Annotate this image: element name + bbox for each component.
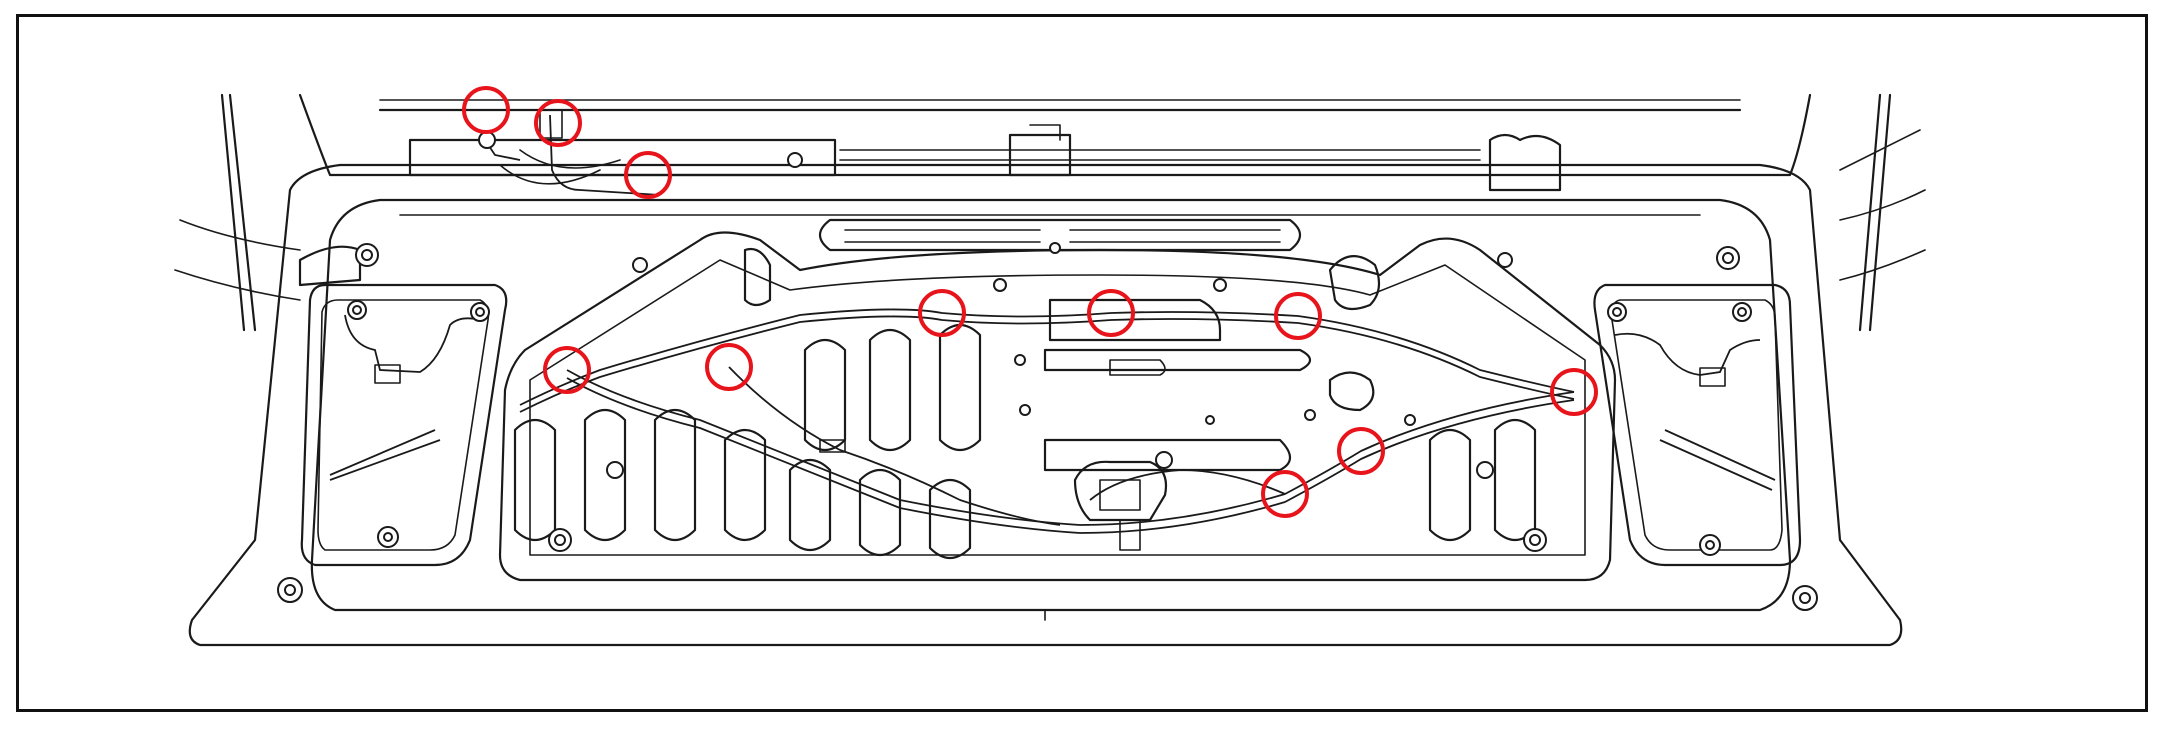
right-lamp-opening bbox=[1593, 283, 1802, 567]
panel-outline bbox=[188, 163, 1903, 647]
clip-marker-6 bbox=[918, 289, 966, 337]
left-lamp-opening bbox=[298, 245, 508, 567]
clip-marker-1 bbox=[462, 86, 510, 134]
clip-marker-7 bbox=[1087, 289, 1135, 337]
clip-marker-8 bbox=[1274, 292, 1322, 340]
bolt-holes bbox=[277, 131, 1818, 611]
center-frame bbox=[498, 218, 1617, 582]
wire-harness bbox=[460, 109, 1575, 551]
hinge-rods bbox=[174, 93, 1926, 332]
clip-marker-2 bbox=[534, 99, 582, 147]
clip-marker-10 bbox=[1337, 427, 1385, 475]
panel-slots bbox=[513, 298, 1537, 560]
upper-header bbox=[298, 93, 1812, 192]
clip-marker-3 bbox=[624, 151, 672, 199]
clip-marker-11 bbox=[1261, 470, 1309, 518]
clip-marker-4 bbox=[543, 346, 591, 394]
clip-markers bbox=[462, 86, 1598, 518]
clip-marker-5 bbox=[705, 343, 753, 391]
clip-marker-9 bbox=[1550, 368, 1598, 416]
